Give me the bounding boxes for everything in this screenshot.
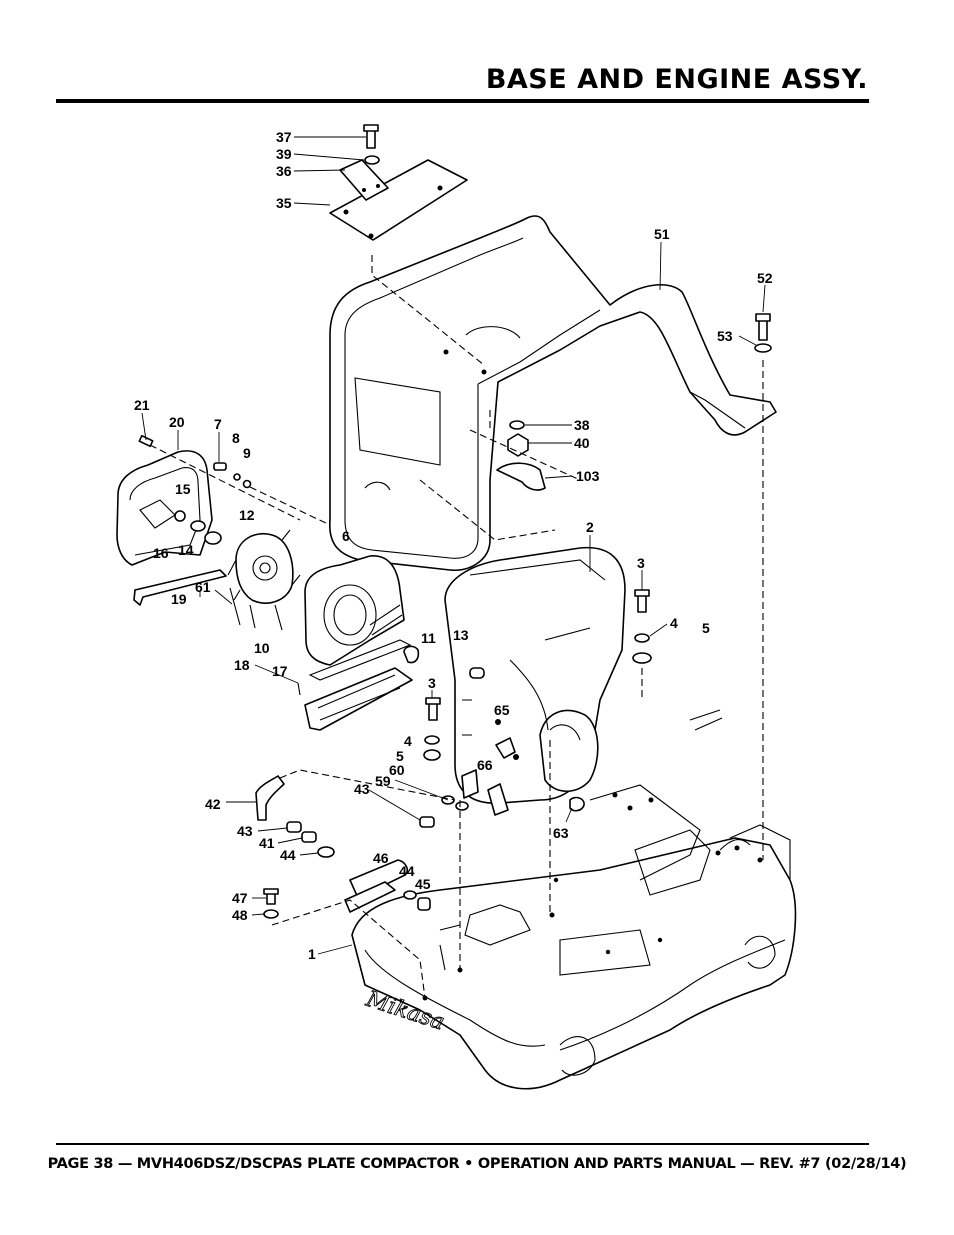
callout-17: 17	[272, 663, 288, 679]
page-footer: PAGE 38 — MVH406DSZ/DSCPAS PLATE COMPACT…	[47, 1156, 907, 1172]
callout-5-lower: 5	[396, 748, 404, 764]
callout-21: 21	[134, 397, 150, 413]
callout-51: 51	[654, 226, 670, 242]
callout-44-right: 44	[399, 863, 415, 879]
callout-66: 66	[477, 757, 493, 773]
engine-part	[444, 546, 626, 816]
callout-38: 38	[574, 417, 590, 433]
callout-45: 45	[415, 876, 431, 892]
callout-48: 48	[232, 907, 248, 923]
callout-60: 60	[389, 762, 405, 778]
callout-65: 65	[494, 702, 510, 718]
callout-35: 35	[276, 195, 292, 211]
callout-63: 63	[553, 825, 569, 841]
starter-cover-part	[116, 434, 252, 606]
page-title: BASE AND ENGINE ASSY.	[485, 64, 868, 95]
callout-52: 52	[757, 270, 773, 286]
callout-39: 39	[276, 146, 292, 162]
footer-rule	[56, 1143, 869, 1145]
callout-3-upper: 3	[637, 555, 645, 571]
callout-19: 19	[171, 591, 187, 607]
callout-43-left: 43	[237, 823, 253, 839]
callout-36: 36	[276, 163, 292, 179]
callout-6: 6	[342, 528, 350, 544]
cooling-fan-part	[227, 529, 301, 631]
callout-11: 11	[421, 630, 436, 646]
assembly-guide-lines	[149, 255, 764, 999]
callout-16: 16	[153, 545, 169, 561]
callout-47: 47	[232, 890, 248, 906]
callout-61: 61	[195, 579, 211, 595]
callout-4-upper: 4	[670, 615, 678, 631]
callout-41: 41	[259, 835, 275, 851]
callout-53: 53	[717, 328, 733, 344]
callout-7: 7	[214, 416, 222, 432]
callout-leader-lines	[141, 136, 766, 955]
callout-10: 10	[254, 640, 270, 656]
callout-12: 12	[239, 507, 255, 523]
muffler-pipe-parts	[255, 775, 469, 919]
callout-1: 1	[308, 946, 316, 962]
callout-44-left: 44	[280, 847, 296, 863]
callout-2: 2	[586, 519, 594, 535]
callout-4-lower: 4	[404, 733, 412, 749]
fan-housing-part	[297, 555, 420, 731]
top-cover-plate-part	[329, 124, 468, 241]
callout-42: 42	[205, 796, 221, 812]
callout-15: 15	[175, 481, 191, 497]
callout-20: 20	[169, 414, 185, 430]
base-plate-part: Mikasa	[351, 784, 797, 1090]
callout-37: 37	[276, 129, 292, 145]
header-rule	[56, 99, 869, 103]
callout-5-upper: 5	[702, 620, 710, 636]
callout-18: 18	[234, 657, 250, 673]
callout-3-lower: 3	[428, 675, 436, 691]
callout-46: 46	[373, 850, 389, 866]
callout-59: 59	[375, 773, 391, 789]
callout-9: 9	[243, 445, 251, 461]
callout-labels: 37 39 36 35 51 52 53 38 40 103 21 20 7 8…	[134, 129, 773, 962]
callout-13: 13	[453, 627, 469, 643]
callout-103: 103	[576, 468, 600, 484]
callout-40: 40	[574, 435, 590, 451]
handle-frame-part	[329, 215, 777, 573]
callout-43-right: 43	[354, 781, 370, 797]
callout-14: 14	[178, 542, 194, 558]
callout-8: 8	[232, 430, 240, 446]
